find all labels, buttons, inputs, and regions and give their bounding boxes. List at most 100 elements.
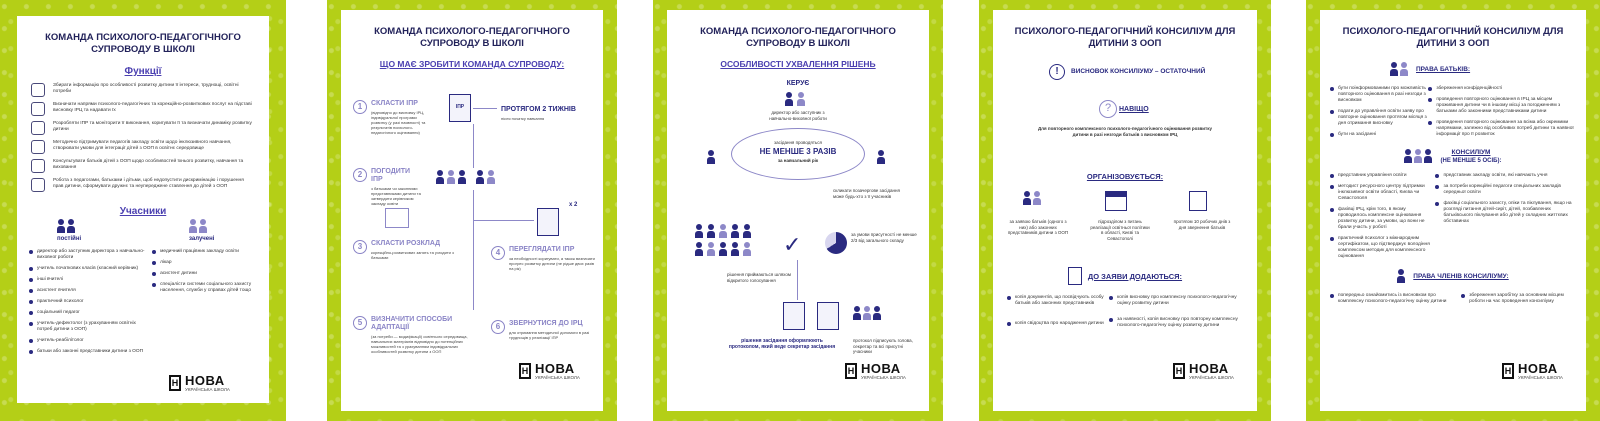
ipr-icon [31, 121, 45, 135]
quorum-pie-icon [825, 232, 847, 254]
meetings-count: НЕ МЕНШЕ 3 РАЗІВ [759, 147, 837, 156]
parents-right-item: бути поінформованими про можливість повт… [1330, 86, 1428, 104]
meetings-pre: засідання проводяться [774, 140, 822, 145]
manages-label: КЕРУЄ [786, 80, 810, 87]
functions-list: Збирати інформацію про особливості розви… [31, 83, 255, 192]
permanent-member-item: директор або заступник директора з навча… [29, 249, 152, 261]
parents-rights-left: бути поінформованими про можливість повт… [1330, 86, 1428, 143]
logo-main: НОВА [185, 373, 225, 388]
nova-school-logo: Н НОВА УКРАЇНСЬКА ШКОЛА [169, 374, 230, 392]
step-label: ЗВЕРНУТИСЯ ДО ІРЦ [509, 320, 583, 327]
step-number: 1 [353, 100, 367, 114]
council-member-item: фахівці соціального захисту, опіки та пі… [1435, 201, 1576, 225]
why-heading: НАВІЩО [1119, 106, 1149, 113]
attach-item: копія свідоцтва про народження дитини [1007, 321, 1109, 327]
poster-decision-making: КОМАНДА ПСИХОЛОГО-ПЕДАГОГІЧНОГО СУПРОВОД… [653, 0, 943, 421]
times-badge: x 2 [569, 202, 578, 208]
step-note: (відповідно до висновку ІРЦ, індивідуаль… [371, 110, 426, 135]
organized-heading: ОРГАНІЗОВУЄТЬСЯ: [1086, 172, 1164, 181]
step-4: 4 ПЕРЕГЛЯДАТИ ІПР за необхідності коригу… [491, 246, 599, 271]
function-item: Визначати напрями психолого-педагогічних… [31, 102, 255, 116]
nova-school-logo: Н НОВА УКРАЇНСЬКА ШКОЛА [1173, 362, 1234, 380]
nova-school-logo: Н НОВА УКРАЇНСЬКА ШКОЛА [1502, 362, 1563, 380]
logo-mark: Н [1173, 363, 1185, 379]
parents-rights-heading: ПРАВА БАТЬКІВ: [1416, 66, 1471, 73]
members-rights-left: попередньо ознайомитись із висновком про… [1330, 293, 1461, 310]
function-text: Робота з педагогами, батьками і дітьми, … [53, 178, 244, 189]
logo-mark: Н [519, 363, 531, 379]
attach-heading: ДО ЗАЯВИ ДОДАЮТЬСЯ: [1087, 271, 1183, 281]
members-right-item: попередньо ознайомитись із висновком про… [1330, 293, 1461, 305]
poster-title: КОМАНДА ПСИХОЛОГО-ПЕДАГОГІЧНОГО СУПРОВОД… [700, 26, 896, 49]
involved-member-item: медичний працівник закладу освіти [152, 249, 257, 255]
meetings-post: за навчальний рік [777, 158, 819, 163]
logo-sub: УКРАЇНСЬКА ШКОЛА [1189, 375, 1234, 380]
poster-sheet: КОМАНДА ПСИХОЛОГО-ПЕДАГОГІЧНОГО СУПРОВОД… [341, 10, 603, 411]
poster-title: КОМАНДА ПСИХОЛОГО-ПЕДАГОГІЧНОГО СУПРОВОД… [374, 26, 570, 49]
meeting-cycle-arrow [731, 128, 865, 180]
step-label: ПЕРЕГЛЯДАТИ ІПР [509, 246, 575, 253]
deadline-note: після початку навчання [501, 116, 545, 121]
poster-sheet: ПСИХОЛОГО-ПЕДАГОГІЧНИЙ КОНСИЛІУМ ДЛЯ ДИТ… [993, 10, 1257, 411]
step-number: 5 [353, 316, 367, 330]
step-number: 4 [491, 246, 505, 260]
function-item: Збирати інформацію про особливості розви… [31, 83, 255, 97]
step-number: 2 [353, 168, 367, 182]
poster-council-rights: ПСИХОЛОГО-ПЕДАГОГІЧНИЙ КОНСИЛІУМ ДЛЯ ДИТ… [1306, 0, 1600, 421]
attach-item: за наявності, копія висновку про повторн… [1109, 317, 1243, 329]
step-5: 5 ВИЗНАЧИТИ СПОСОБИ АДАПТАЦІЇ (за потреб… [353, 316, 471, 354]
permanent-label: постійні [57, 236, 82, 242]
ipr-document-icon: ІПР [449, 94, 471, 122]
logo-mark: Н [169, 375, 181, 391]
nova-school-logo: Н НОВА УКРАЇНСЬКА ШКОЛА [519, 362, 580, 380]
step-3: 3 СКЛАСТИ РОЗКЛАД корекційно-розвиткових… [353, 240, 463, 260]
checkmark-icon: ✓ [783, 232, 802, 257]
step-label: ПОГОДИТИ ІПР [371, 168, 411, 183]
permanent-members-list: директор або заступник директора з навча… [29, 249, 152, 360]
permanent-member-item: інші вчителі [29, 277, 152, 283]
poster-title: ПСИХОЛОГО-ПЕДАГОГІЧНИЙ КОНСИЛІУМ ДЛЯ ДИТ… [1014, 26, 1236, 49]
poster-team-tasks: КОМАНДА ПСИХОЛОГО-ПЕДАГОГІЧНОГО СУПРОВОД… [327, 0, 617, 421]
poster-sheet: ПСИХОЛОГО-ПЕДАГОГІЧНИЙ КОНСИЛІУМ ДЛЯ ДИТ… [1320, 10, 1586, 411]
logo-sub: УКРАЇНСЬКА ШКОЛА [1518, 375, 1563, 380]
step-label: СКЛАСТИ РОЗКЛАД [371, 240, 441, 247]
step-note: з батьками чи законними представниками д… [371, 186, 421, 206]
logo-main: НОВА [861, 361, 901, 376]
function-item: Консультувати батьків дітей з ООП щодо о… [31, 159, 255, 173]
step-note: (за потреби — модифікації) освітнього се… [371, 334, 468, 354]
step-note: для отримання методичної допомоги в разі… [509, 330, 590, 340]
nova-school-logo: Н НОВА УКРАЇНСЬКА ШКОЛА [845, 362, 906, 380]
poster-council: ПСИХОЛОГО-ПЕДАГОГІЧНИЙ КОНСИЛІУМ ДЛЯ ДИТ… [979, 0, 1271, 421]
function-text: Консультувати батьків дітей з ООП щодо о… [53, 159, 244, 170]
permanent-member-item: учитель початкових класів (класний керів… [29, 266, 152, 272]
members-rights-right: збереження заробітку за основним місцем … [1461, 293, 1576, 310]
conclusion-label: ВИСНОВОК КОНСИЛІУМУ – ОСТАТОЧНИЙ [1071, 68, 1206, 75]
chat-icon [31, 159, 45, 173]
logo-sub: УКРАЇНСЬКА ШКОЛА [535, 375, 580, 380]
permanent-member-item: учитель-дефектолог (з урахуванням освітн… [29, 321, 152, 333]
review-document-icon [537, 208, 559, 236]
logo-mark: Н [1502, 363, 1514, 379]
permanent-member-item: практичний психолог [29, 299, 152, 305]
involved-member-item: лікар [152, 260, 257, 266]
step-6: 6 ЗВЕРНУТИСЯ ДО ІРЦ для отримання методи… [491, 320, 599, 340]
attach-item: копія висновку про комплексну психолого-… [1109, 295, 1243, 307]
council-members-right: представник закладу освіти, які навчають… [1435, 173, 1576, 265]
poster-subtitle: ОСОБЛИВОСТІ УХВАЛЕННЯ РІШЕНЬ [720, 59, 876, 69]
calendar-icon [385, 208, 409, 228]
parents-right-item: проведення повторного оцінювання за всім… [1428, 120, 1576, 138]
handshake-icon [31, 140, 45, 154]
permanent-member-item: соціальний педагог [29, 310, 152, 316]
government-building-icon [1105, 191, 1127, 211]
member-icon [1397, 269, 1407, 285]
function-item: Розробляти ІПР та моніторити її виконанн… [31, 121, 255, 135]
document-icon [31, 102, 45, 116]
decision-result: рішення засідання оформлюють протоколом,… [728, 338, 836, 350]
council-heading: КОНСИЛІУМ [1451, 149, 1491, 156]
poster-title: КОМАНДА ПСИХОЛОГО-ПЕДАГОГІЧНОГО СУПРОВОД… [45, 32, 241, 55]
organized-item-1: за заявою батьків (одного з них) або зак… [1007, 219, 1069, 235]
council-member-item: методист ресурсного центру підтримки інк… [1330, 184, 1435, 202]
logo-mark: Н [845, 363, 857, 379]
